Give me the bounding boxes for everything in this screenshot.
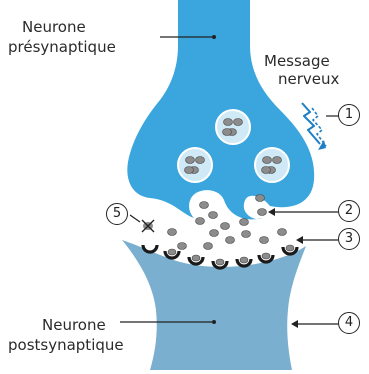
leader-3-arrowhead <box>296 236 303 244</box>
molecule <box>234 119 243 126</box>
molecule <box>242 231 251 238</box>
marker-4: 4 <box>338 312 360 334</box>
molecule <box>263 157 272 164</box>
molecule <box>260 237 269 244</box>
molecule <box>262 167 271 174</box>
molecule <box>178 243 187 250</box>
bound-molecule <box>192 255 200 261</box>
vesicle <box>255 148 289 182</box>
degraded-molecule-icon <box>142 220 154 232</box>
postsynaptic-neuron <box>122 240 306 370</box>
postsynaptic-label-line1: Neurone <box>42 316 106 334</box>
presynaptic-neuron <box>127 0 314 219</box>
postsynaptic-label-line2: postsynaptique <box>8 336 124 354</box>
molecule <box>258 209 267 216</box>
receptor <box>259 253 273 262</box>
bound-molecule <box>286 245 294 251</box>
receptor <box>143 245 157 252</box>
bound-molecule <box>168 249 176 255</box>
vesicle <box>178 148 212 182</box>
bound-molecule <box>240 257 248 263</box>
leader-2-arrowhead <box>268 208 275 216</box>
molecule <box>224 119 233 126</box>
nerve-message-arrow <box>302 103 320 144</box>
molecule <box>209 212 218 219</box>
message-label-line1: Message <box>264 52 330 70</box>
molecule <box>278 229 287 236</box>
molecule <box>200 202 209 209</box>
molecule <box>196 218 205 225</box>
leader-5 <box>130 215 140 222</box>
message-label-line2: nerveux <box>278 70 339 88</box>
marker-3: 3 <box>338 228 360 250</box>
molecule <box>273 157 282 164</box>
leader-dot-postsynaptic <box>212 320 216 324</box>
vesicle <box>216 110 250 144</box>
molecule <box>226 237 235 244</box>
molecule <box>185 167 194 174</box>
bound-molecule <box>216 259 224 265</box>
molecule <box>240 219 249 226</box>
molecule <box>223 129 232 136</box>
molecule <box>186 157 195 164</box>
receptor <box>189 255 203 264</box>
molecule <box>256 195 265 202</box>
leader-4-arrowhead <box>291 320 298 328</box>
molecule <box>196 157 205 164</box>
presynaptic-label-line1: Neurone <box>22 18 86 36</box>
marker-1: 1 <box>338 104 360 126</box>
marker-5: 5 <box>106 203 128 225</box>
marker-2: 2 <box>338 200 360 222</box>
molecule <box>221 223 230 230</box>
leader-dot-presynaptic <box>212 35 216 39</box>
receptor <box>283 245 297 254</box>
molecule <box>204 243 213 250</box>
receptor <box>213 259 227 268</box>
receptor <box>165 249 179 258</box>
presynaptic-label-line2: présynaptique <box>8 38 116 56</box>
molecule <box>168 229 177 236</box>
receptor <box>237 257 251 266</box>
molecule <box>210 230 219 237</box>
bound-molecule <box>262 253 270 259</box>
